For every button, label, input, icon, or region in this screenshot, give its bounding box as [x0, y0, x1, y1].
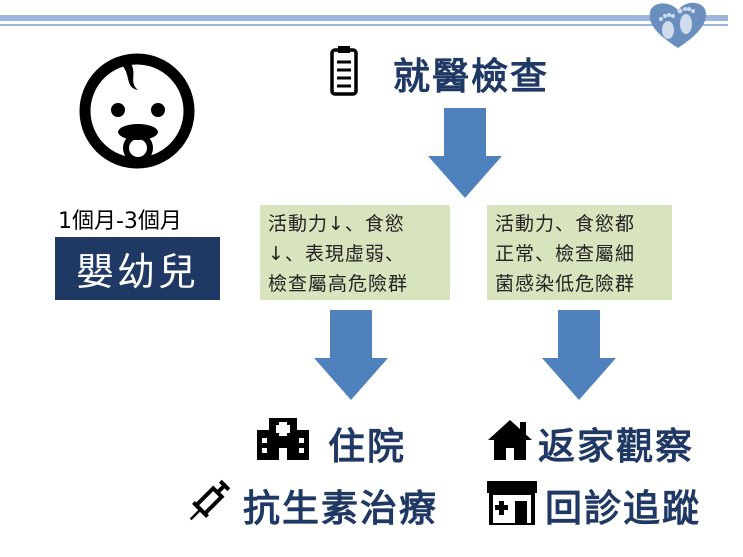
- condition-line: 菌感染低危險群: [495, 273, 636, 295]
- outcome-observe-home: 返家觀察: [538, 425, 694, 468]
- condition-line: 檢查屬高危險群: [268, 273, 409, 295]
- outcome-antibiotics: 抗生素治療: [243, 487, 438, 530]
- syringe-icon: [189, 479, 231, 521]
- patient-group-box: 嬰幼兒: [55, 237, 220, 300]
- arrow-down-icon: [428, 108, 502, 198]
- condition-line: ↓、表現虛弱、: [268, 243, 405, 265]
- high-risk-condition-box: 活動力↓、食慾 ↓、表現虛弱、 檢查屬高危險群: [260, 205, 450, 300]
- outcome-hospitalize: 住院: [328, 425, 406, 468]
- age-range-label: 1個月-3個月: [58, 209, 182, 234]
- header-stripe-thin: [0, 24, 728, 26]
- condition-line: 活動力↓、食慾: [268, 213, 405, 235]
- outcome-follow-up: 回診追蹤: [545, 487, 701, 530]
- hospital-icon: [257, 418, 309, 460]
- baby-face-icon: [79, 53, 195, 169]
- low-risk-condition-box: 活動力、食慾都 正常、檢查屬細 菌感染低危險群: [487, 205, 672, 300]
- condition-line: 正常、檢查屬細: [495, 243, 636, 265]
- condition-line: 活動力、食慾都: [495, 213, 636, 235]
- page-title: 就醫檢查: [393, 55, 549, 98]
- clinic-store-icon: [487, 481, 537, 525]
- arrow-down-icon: [542, 310, 616, 400]
- baby-feet-heart-logo: [649, 2, 706, 48]
- patient-group-label: 嬰幼兒: [75, 250, 199, 294]
- arrow-down-icon: [314, 310, 388, 400]
- clipboard-icon: [330, 46, 358, 96]
- header-stripe: [0, 15, 728, 21]
- house-icon: [488, 420, 532, 460]
